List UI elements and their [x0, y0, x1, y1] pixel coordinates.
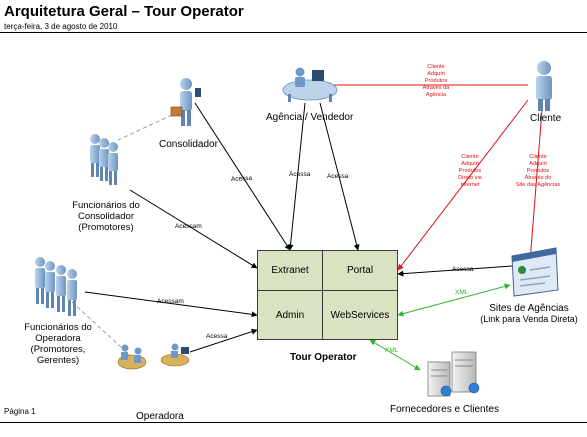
- operadora-office-icon: [117, 343, 190, 370]
- label-acessa-consolidador: Acessa: [231, 175, 253, 183]
- sites-browser-icon: [511, 247, 559, 297]
- label-cliente: Cliente: [530, 113, 562, 124]
- header-divider: [0, 32, 587, 33]
- label-acessa-sites: Acessa: [452, 266, 474, 273]
- consolidador-person-icon: [170, 78, 201, 126]
- red-annotation-group: Cliente Adquiri Produtos Através da Agên…: [423, 64, 561, 188]
- func-operadora-group-icon: [35, 257, 77, 316]
- svg-text:Cliente: Cliente: [529, 154, 546, 160]
- label-acessa-agencia-1: Acessa: [289, 171, 311, 178]
- tour-operator-label: Tour Operator: [290, 352, 357, 363]
- label-sites-agencias: Sites de Agências (Link para Venda Diret…: [480, 303, 578, 324]
- svg-text:Internet: Internet: [461, 182, 480, 188]
- svg-text:Produtos: Produtos: [425, 78, 448, 84]
- page-title: Arquitetura Geral – Tour Operator: [4, 3, 244, 20]
- label-fornecedores: Fornecedores e Clientes: [390, 404, 499, 415]
- label-acessam-func-consolidador: Acessam: [175, 223, 202, 230]
- page-date: terça-feira, 3 de agosto de 2010: [4, 22, 118, 31]
- svg-text:Direto via: Direto via: [458, 175, 483, 181]
- label-consolidador: Consolidador: [159, 139, 218, 150]
- connector-agencia-portal: [319, 102, 360, 251]
- module-extranet[interactable]: Extranet: [257, 250, 323, 291]
- svg-text:Cliente: Cliente: [427, 64, 444, 70]
- module-admin[interactable]: Admin: [257, 290, 323, 340]
- connector-agencia-extranet: [287, 102, 306, 251]
- module-webservices-label: WebServices: [330, 309, 390, 321]
- svg-text:Adquiri: Adquiri: [529, 161, 546, 167]
- svg-text:Adquiri: Adquiri: [461, 161, 478, 167]
- annotation-cliente-direto: Cliente Adquiri Produtos Direto via Inte…: [458, 154, 483, 188]
- module-admin-label: Admin: [275, 309, 305, 321]
- label-operadora: Operadora: [136, 411, 184, 422]
- label-acessa-agencia-2: Acessa: [327, 173, 349, 180]
- svg-text:Produtos: Produtos: [459, 168, 482, 174]
- cliente-person-icon: [536, 61, 552, 111]
- dashed-consolidador-func: [117, 114, 173, 141]
- svg-text:Através do: Através do: [525, 175, 552, 181]
- page-number: Página 1: [4, 407, 36, 416]
- connector-sites-portal: [397, 265, 513, 277]
- annotation-cliente-sites: Cliente Adquiri Produtos Através do Site…: [516, 154, 561, 188]
- connector-consolidador-extranet: [194, 102, 291, 251]
- svg-text:Adquiri: Adquiri: [427, 71, 444, 77]
- green-connectors: [369, 283, 511, 371]
- footer-divider: [0, 422, 587, 423]
- label-acessam-func-operadora: Acessam: [157, 298, 184, 305]
- red-cliente-portal: [397, 99, 529, 271]
- fornecedores-servers-icon: [427, 351, 480, 397]
- connector-funcoperadora-tour: [84, 291, 258, 318]
- module-extranet-label: Extranet: [271, 265, 309, 276]
- agencia-desk-icon: [282, 67, 338, 102]
- label-agencia-vendedor: Agência / Vendedor: [266, 112, 354, 123]
- label-acessa-operadora: Acessa: [206, 333, 228, 340]
- svg-text:Cliente: Cliente: [461, 154, 478, 160]
- green-fornecedores-webservices: [369, 339, 421, 371]
- connector-operadora-tour: [189, 328, 258, 353]
- green-sites-webservices: [397, 283, 511, 317]
- svg-text:Produtos: Produtos: [527, 168, 550, 174]
- svg-text:Site das Agências: Site das Agências: [516, 182, 561, 188]
- red-connectors: [324, 82, 543, 271]
- svg-text:Através da: Através da: [423, 85, 451, 91]
- label-xml-fornecedores: XML: [385, 347, 399, 354]
- label-xml-sites: XML: [455, 289, 469, 296]
- label-func-operadora: Funcionários do Operadora (Promotores, G…: [24, 322, 92, 366]
- svg-text:Agência: Agência: [426, 92, 447, 98]
- label-func-consolidador: Funcionários do Consolidador (Promotores…: [72, 200, 140, 233]
- module-webservices[interactable]: WebServices: [322, 290, 398, 340]
- red-cliente-sites: [527, 109, 543, 263]
- connector-label-group: Acessa Acessa Acessa Acessam Acessam Ace…: [157, 171, 474, 354]
- func-consolidador-group-icon: [90, 134, 118, 185]
- annotation-cliente-agencia: Cliente Adquiri Produtos Através da Agên…: [423, 64, 451, 98]
- connector-funcconsolidador-tour: [129, 189, 258, 269]
- module-portal-label: Portal: [346, 265, 374, 276]
- black-connectors: [84, 102, 513, 353]
- module-portal[interactable]: Portal: [322, 250, 398, 291]
